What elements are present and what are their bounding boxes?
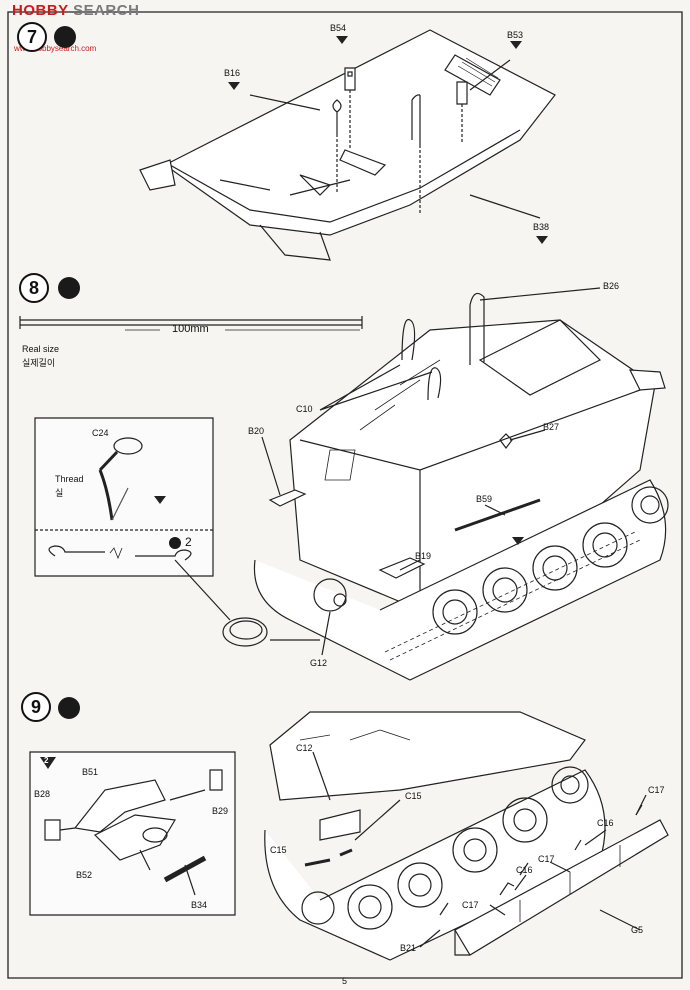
step8-tow-cable-inset [34, 417, 214, 577]
part-label-b38: B38 [533, 222, 550, 232]
thread-label-en: Thread [55, 474, 84, 484]
part-label-c17-left: C17 [462, 900, 479, 910]
part-label-c17-middle: C17 [538, 854, 555, 864]
ruler-length: 100mm [172, 323, 209, 335]
part-label-g12: G12 [310, 658, 328, 668]
step-7-number: 7 [17, 22, 47, 52]
part-label-b28: B28 [34, 789, 51, 799]
step9-jack-inset [29, 751, 236, 916]
page-number: 5 [342, 976, 348, 986]
part-label-c16-middle: C16 [516, 865, 533, 875]
ruler-real-size-en: Real size [22, 344, 60, 354]
part-label-b21: B21 [400, 943, 417, 953]
cement-icon [58, 697, 80, 719]
part-label-b34: B34 [191, 900, 208, 910]
part-label-c17-right: C17 [648, 785, 665, 795]
tow-cable-quantity: 2 [185, 535, 192, 549]
glue-icon [169, 537, 181, 549]
part-label-b51: B51 [82, 767, 99, 777]
part-label-b27: B27 [543, 422, 560, 432]
part-label-b26: B26 [603, 281, 620, 291]
part-label-g5: G5 [631, 925, 644, 935]
watermark-url: www.hobbysearch.com [14, 44, 97, 53]
part-label-b59: B59 [476, 494, 493, 504]
inset-step-number: 2 [44, 756, 49, 765]
step8-ruler [19, 316, 363, 331]
part-label-b16: B16 [224, 68, 241, 78]
part-label-c15-top: C15 [405, 791, 422, 801]
part-label-c16-right: C16 [597, 818, 614, 828]
part-label-b20: B20 [248, 426, 265, 436]
step-8-number: 8 [19, 273, 49, 303]
part-label-b52: B52 [76, 870, 93, 880]
cement-icon [58, 277, 80, 299]
part-label-c10: C10 [296, 404, 313, 414]
step-9-number: 9 [21, 692, 51, 722]
ruler-real-size-ko: 실제길이 [22, 358, 56, 368]
step8-tank-hull [174, 287, 669, 681]
step7-hull-plate [139, 29, 556, 261]
part-label-b29: B29 [212, 806, 229, 816]
part-label-b19: B19 [415, 551, 432, 561]
watermark-logo: HOBBY SEARCH [12, 2, 140, 19]
part-label-b54: B54 [330, 23, 347, 33]
part-label-c15-left: C15 [270, 845, 287, 855]
part-label-c12: C12 [296, 743, 313, 753]
thread-label-ko: 실 [55, 488, 64, 498]
step9-tank-side [264, 711, 669, 961]
part-label-c24: C24 [92, 428, 109, 438]
cement-icon [54, 26, 76, 48]
part-label-b53: B53 [507, 30, 524, 40]
